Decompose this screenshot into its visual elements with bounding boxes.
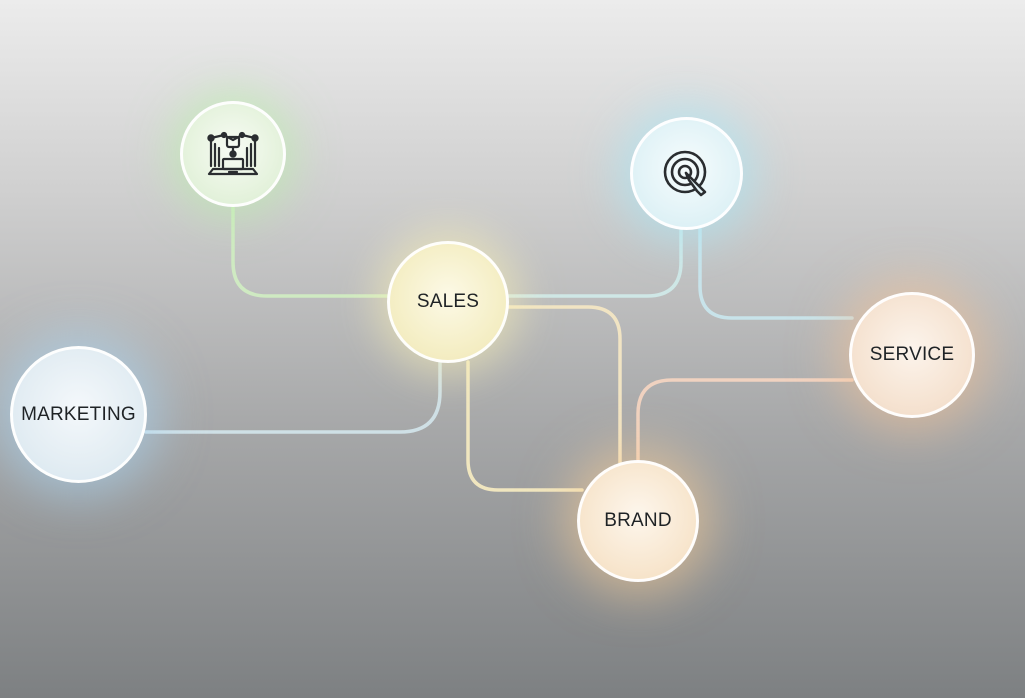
brand-label: BRAND <box>604 510 672 531</box>
connector-target-sales <box>506 227 683 298</box>
sales-node[interactable]: SALES <box>387 241 509 363</box>
robot-node[interactable] <box>180 101 286 207</box>
connector-sales-marketing <box>144 360 442 434</box>
target-click-icon <box>663 150 706 196</box>
brand-node[interactable]: BRAND <box>577 460 699 582</box>
connector-service-brand <box>636 378 854 465</box>
connector-target-service <box>698 227 854 320</box>
service-label: SERVICE <box>869 344 955 365</box>
connector-sales-brand-b <box>506 305 622 469</box>
connector-sales-brand-a <box>466 360 584 492</box>
marketing-node[interactable]: MARKETING <box>10 346 147 483</box>
target-node[interactable] <box>630 117 743 230</box>
sales-label: SALES <box>416 291 480 312</box>
marketing-label: MARKETING <box>21 403 136 425</box>
robot-laptop-icon <box>207 131 259 176</box>
service-node[interactable]: SERVICE <box>849 292 975 418</box>
connector-robot-sales <box>231 203 390 298</box>
